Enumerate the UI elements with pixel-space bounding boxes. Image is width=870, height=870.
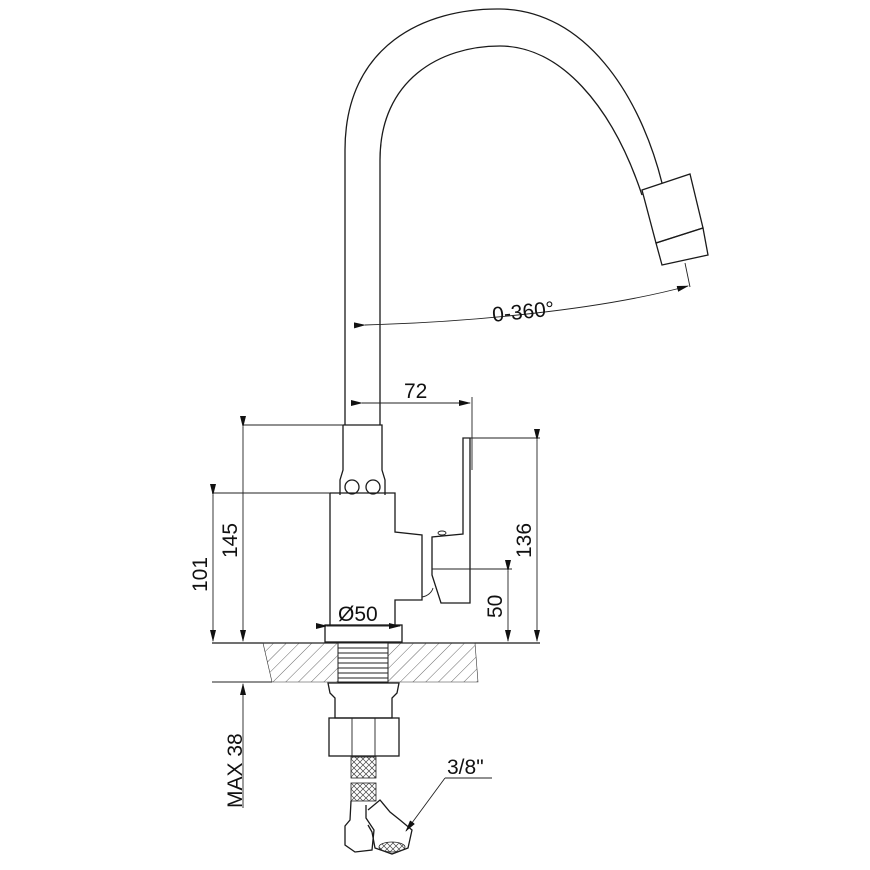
height-101-dimension: 101 <box>189 484 330 642</box>
faucet-neck <box>339 424 386 495</box>
connection-size-callout: 3/8" <box>405 756 492 832</box>
height-50-label: 50 <box>484 595 507 618</box>
height-101-label: 101 <box>189 557 212 592</box>
height-136-label: 136 <box>513 523 536 558</box>
counter-thickness-dimension: MAX 38 <box>212 681 272 808</box>
spout <box>344 8 709 425</box>
lever-handle <box>431 437 471 604</box>
height-145-dimension: 145 <box>219 416 343 642</box>
rotation-label: 0-360° <box>491 298 555 327</box>
mounting-nut <box>327 682 400 757</box>
diameter-label: Ø50 <box>338 603 378 626</box>
spout-nozzle <box>641 173 709 288</box>
height-145-label: 145 <box>219 523 242 558</box>
base-plate <box>324 624 403 643</box>
height-136-dimension: 136 <box>463 429 540 642</box>
diameter-dimension: Ø50 <box>316 603 401 629</box>
countertop-section <box>212 642 540 683</box>
spout-offset-label: 72 <box>404 380 427 403</box>
faucet-body <box>329 492 434 625</box>
connection-size-label: 3/8" <box>447 756 484 779</box>
counter-thickness-label: MAX 38 <box>224 733 247 808</box>
height-50-dimension: 50 <box>470 560 512 642</box>
supply-hose <box>344 756 413 855</box>
rotation-dimension: 0-360° <box>353 285 689 329</box>
spout-offset-dimension: 72 <box>351 380 473 470</box>
